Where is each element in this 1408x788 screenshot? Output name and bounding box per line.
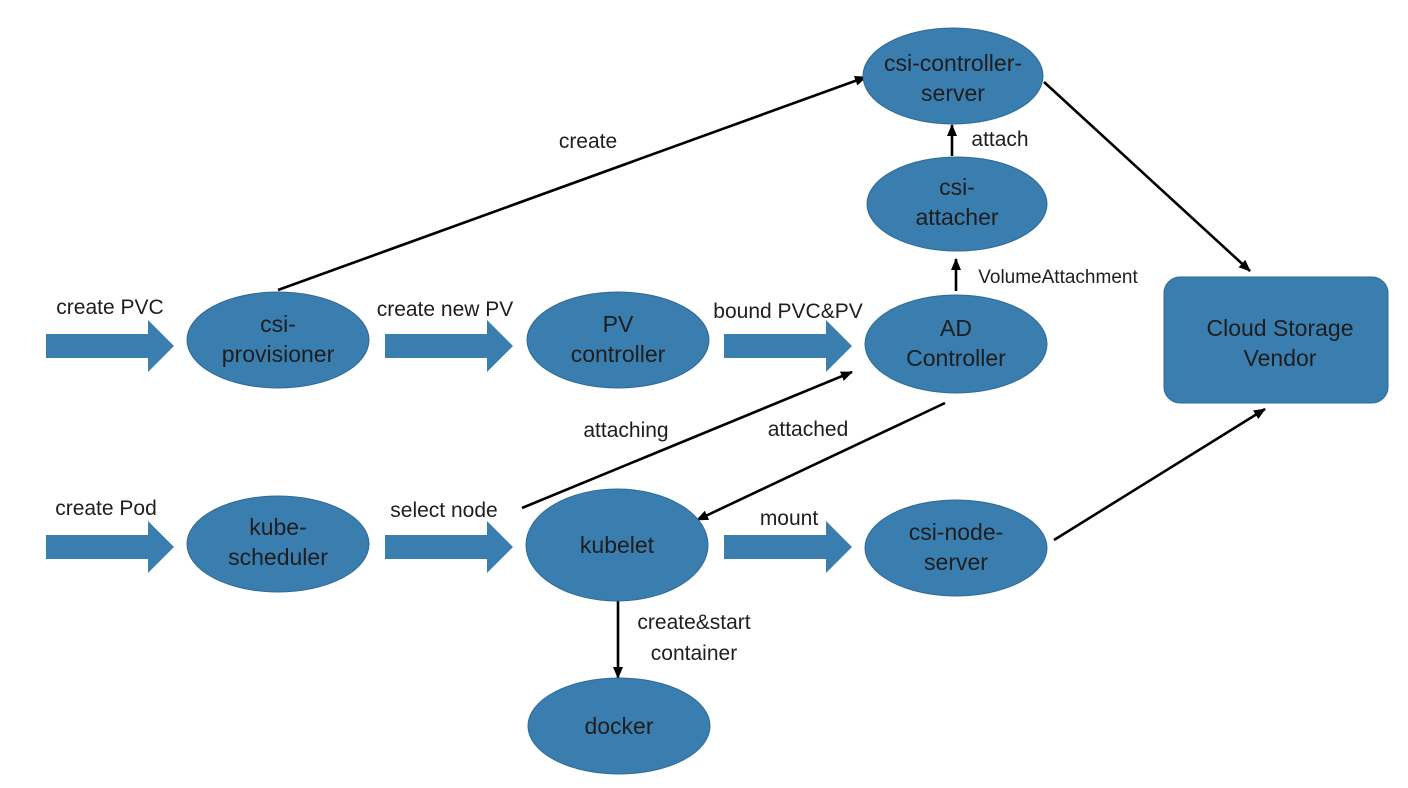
create-new-pv-arrow — [385, 320, 513, 372]
create-pod-arrow — [46, 521, 174, 573]
attached-label: attached — [768, 418, 849, 441]
csi-node-server-label-2: server — [924, 549, 988, 575]
csi-provisioner-node — [186, 291, 370, 389]
csi-controller-server-label-2: server — [921, 80, 985, 106]
cloud-storage-vendor-label-2: Vendor — [1244, 345, 1317, 371]
docker-label: docker — [584, 713, 653, 739]
ad-controller-node — [864, 294, 1048, 394]
attach-label: attach — [971, 128, 1028, 151]
kube-scheduler-label-2: scheduler — [228, 544, 328, 570]
create-start-label-2: container — [651, 642, 737, 665]
create-label: create — [559, 130, 617, 153]
attaching-label: attaching — [583, 419, 668, 442]
csi-controller-server-label-1: csi-controller- — [884, 50, 1022, 76]
docker-node — [527, 677, 711, 775]
pv-controller-label-2: controller — [571, 341, 666, 367]
csi-attacher-label-2: attacher — [915, 204, 998, 230]
mount-arrow — [724, 521, 852, 573]
create-pod-label: create Pod — [55, 497, 157, 520]
ad-controller-label-2: Controller — [906, 345, 1006, 371]
csi-attacher-node — [866, 156, 1048, 252]
select-node-arrow — [385, 521, 513, 573]
create-pvc-label: create PVC — [56, 296, 163, 319]
cloud-storage-vendor-node — [1163, 276, 1389, 404]
select-node-label: select node — [390, 499, 497, 522]
csi-controller-server-node — [862, 27, 1044, 125]
pv-controller-label-1: PV — [603, 311, 634, 337]
volume-attachment-label: VolumeAttachment — [978, 267, 1138, 288]
attached-edge — [696, 401, 946, 522]
mount-label: mount — [760, 507, 819, 530]
bound-pvc-pv-arrow — [724, 320, 852, 372]
kube-scheduler-label-1: kube- — [249, 514, 307, 540]
node-storage-edge — [1053, 407, 1266, 542]
create-edge — [277, 75, 867, 292]
attaching-edge — [521, 370, 853, 510]
kube-scheduler-node — [186, 495, 370, 593]
create-start-label-1: create&start — [637, 611, 750, 634]
pv-controller-node — [526, 291, 710, 389]
csi-attacher-label-1: csi- — [939, 174, 975, 200]
cloud-storage-vendor-label-1: Cloud Storage — [1206, 315, 1353, 341]
csi-provisioner-label-1: csi- — [260, 311, 296, 337]
kubelet-node — [525, 488, 709, 602]
kubelet-label: kubelet — [580, 532, 655, 558]
create-pvc-arrow — [46, 320, 174, 372]
create-new-pv-label: create new PV — [377, 298, 514, 321]
storage-edge — [1043, 81, 1251, 272]
bound-pvc-pv-label: bound PVC&PV — [713, 300, 862, 323]
csi-node-server-node — [864, 499, 1048, 597]
ad-controller-label-1: AD — [940, 315, 972, 341]
csi-node-server-label-1: csi-node- — [909, 519, 1004, 545]
csi-provisioner-label-2: provisioner — [222, 341, 335, 367]
